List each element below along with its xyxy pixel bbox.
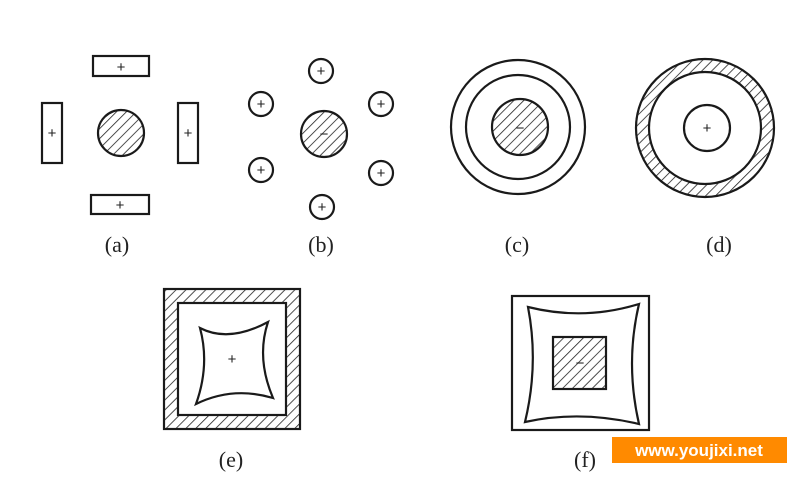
plus-sign: + — [228, 351, 237, 368]
plus-sign: + — [117, 59, 126, 76]
plus-sign: + — [257, 162, 266, 179]
panel-b — [247, 57, 395, 221]
hatched-square-core-f — [551, 335, 608, 391]
watermark-text: www.youjixi.net — [634, 441, 763, 460]
plus-sign: + — [317, 63, 326, 80]
polarity-signs: + + + + + + + + + + − − + + − — [48, 59, 712, 372]
plus-sign: + — [184, 125, 193, 142]
concave-center-e — [194, 319, 275, 407]
rod-electrode-upper-right — [367, 90, 395, 118]
panel-e — [162, 287, 302, 431]
minus-sign: − — [320, 126, 329, 143]
panel-label-b: (b) — [308, 232, 334, 257]
plus-sign: + — [116, 197, 125, 214]
plus-sign: + — [318, 199, 327, 216]
hatched-rod-a — [96, 108, 146, 158]
plate-electrode-right — [176, 101, 200, 165]
plus-sign: + — [257, 96, 266, 113]
panel-label-e: (e) — [219, 447, 243, 472]
panel-c — [449, 58, 587, 196]
rod-electrode-bottom — [308, 193, 336, 221]
rod-electrode-lower-left — [247, 156, 275, 184]
panel-label-c: (c) — [505, 232, 529, 257]
plate-electrode-bottom — [89, 193, 151, 216]
panel-d — [634, 57, 776, 199]
panel-f — [510, 294, 651, 432]
center-rod-d — [682, 103, 732, 153]
minus-sign: − — [576, 355, 585, 372]
panel-a — [40, 54, 200, 216]
plate-electrode-left — [40, 101, 64, 165]
watermark: www.youjixi.net — [612, 437, 787, 463]
plus-sign: + — [703, 120, 712, 137]
plus-sign: + — [377, 165, 386, 182]
panel-label-a: (a) — [105, 232, 129, 257]
plate-electrode-top — [91, 54, 151, 78]
rod-electrode-upper-left — [247, 90, 275, 118]
hatched-core-c — [490, 97, 550, 157]
watermark-background — [612, 437, 787, 463]
minus-sign: − — [516, 120, 525, 137]
panel-labels: (a) (b) (c) (d) (e) (f) — [105, 232, 732, 472]
panel-label-f: (f) — [574, 447, 596, 472]
hatched-rod-b — [299, 109, 349, 159]
plus-sign: + — [48, 125, 57, 142]
panel-label-d: (d) — [706, 232, 732, 257]
rod-electrode-lower-right — [367, 159, 395, 187]
rod-electrode-top — [307, 57, 335, 85]
plus-sign: + — [377, 96, 386, 113]
